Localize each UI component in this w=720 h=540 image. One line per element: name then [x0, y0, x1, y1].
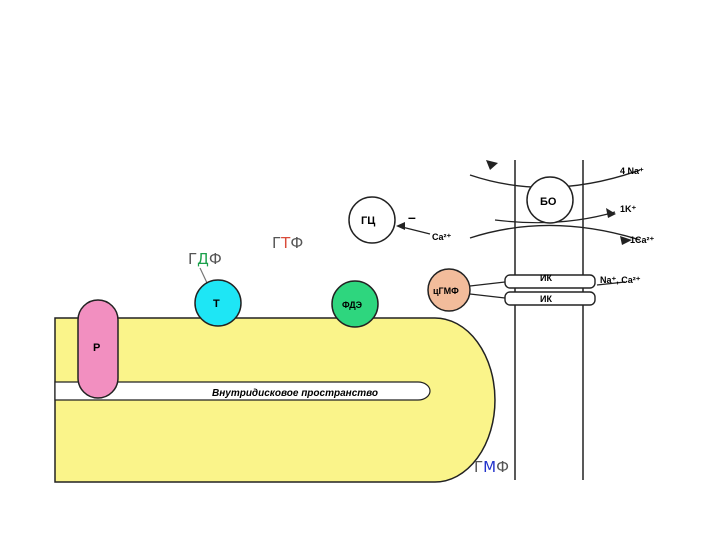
guanylate-cyclase — [348, 196, 396, 244]
gts-label: ГЦ — [361, 215, 375, 227]
arrow-head-ca-out — [620, 236, 632, 245]
ca-gts-label: Ca²⁺ — [432, 232, 452, 242]
gdf-label: ГДФ — [188, 250, 222, 268]
ion-channel-top — [504, 274, 596, 289]
arrow-head-k — [606, 208, 616, 218]
intradisk-label: Внутридисковое пространство — [212, 388, 378, 399]
ca-out-label: 1Ca²⁺ — [630, 235, 655, 245]
transducin — [194, 279, 242, 327]
transducin-label: Т — [213, 298, 220, 310]
rhodopsin-label: Р — [93, 342, 100, 354]
cgmp-arrow-1 — [469, 281, 506, 287]
na-ca-influx-arrow — [596, 281, 626, 286]
ca-inhibition-arrow-head — [396, 222, 405, 230]
gtf-label: ГТФ — [272, 234, 303, 252]
intradisk-space — [54, 381, 431, 401]
na-ca-label: Na⁺, Ca²⁺ — [600, 275, 641, 285]
ion-channel-bottom — [504, 291, 596, 306]
cgmp-arrow-2 — [469, 293, 506, 299]
gmf-label: ГМФ — [474, 458, 509, 476]
phosphodiesterase — [331, 280, 379, 328]
pde-label: ФДЭ — [342, 300, 363, 310]
na-out-label: 4 Na⁺ — [620, 166, 644, 176]
minus-sign: – — [408, 209, 416, 225]
arrow-head-na — [486, 160, 498, 170]
bo-label: БО — [540, 196, 557, 208]
k-out-label: 1K⁺ — [620, 204, 637, 214]
ik-top-label: ИК — [540, 273, 552, 283]
cgmp-label: цГМФ — [433, 286, 459, 296]
exchanger-bo — [526, 176, 574, 224]
cgmp — [427, 268, 471, 312]
ik-bottom-label: ИК — [540, 294, 552, 304]
rhodopsin — [77, 299, 119, 399]
exchanger-arc-bottom — [469, 224, 641, 241]
